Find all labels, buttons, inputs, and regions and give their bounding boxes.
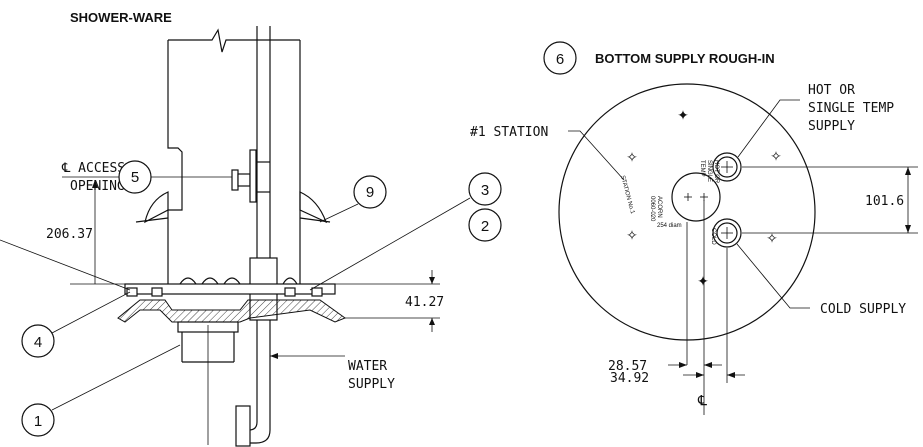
dim-28: 28.57 — [608, 359, 647, 374]
callout-4: 4 — [21, 291, 131, 358]
svg-text:✦: ✦ — [677, 108, 689, 124]
svg-text:6: 6 — [556, 51, 564, 68]
inner-acorn-text: ACORN 0060-020 — [649, 196, 662, 222]
left-title: SHOWER-WARE — [70, 10, 172, 25]
shower-column — [167, 28, 301, 284]
svg-text:3: 3 — [481, 182, 489, 199]
inner-cold-text: COLD — [710, 228, 716, 245]
svg-text:2: 2 — [481, 218, 489, 235]
inner-diam-text: 254 diam — [657, 223, 682, 229]
svg-text:✧: ✧ — [770, 149, 782, 165]
hot-supply-hole — [712, 152, 742, 182]
base-plate — [117, 283, 347, 363]
centerline-mark: ℄ — [697, 393, 707, 409]
inner-hot-text: HOT OR SINGLE TEMP — [699, 160, 719, 185]
callout-1: 1 — [21, 344, 181, 437]
valve-fitting — [231, 149, 270, 203]
svg-text:5: 5 — [131, 169, 139, 186]
svg-text:✦: ✦ — [697, 274, 709, 290]
callout-9: 9 — [319, 175, 387, 223]
inner-station-text: STATION No.1 — [619, 175, 635, 215]
dim-206: 206.37 — [46, 227, 93, 242]
cold-supply-hole — [712, 218, 742, 248]
callout-3: 3 — [309, 172, 502, 291]
right-title: BOTTOM SUPPLY ROUGH-IN — [595, 51, 775, 66]
access-opening-label: ℄ ACCESS OPENING — [61, 161, 133, 194]
callout-5: 5 — [118, 160, 152, 194]
callout-6: 6 — [543, 41, 577, 75]
svg-text:✧: ✧ — [766, 231, 778, 247]
push-buttons — [179, 277, 298, 285]
dim-101: 101.6 — [865, 194, 904, 209]
svg-text:9: 9 — [366, 184, 374, 201]
svg-text:✧: ✧ — [626, 150, 638, 166]
supply-pipe — [235, 26, 278, 447]
water-supply-label: WATER SUPPLY — [348, 359, 395, 392]
dim-34: 34.92 — [610, 371, 649, 386]
hot-supply-label: HOT OR SINGLE TEMP SUPPLY — [808, 83, 902, 134]
station-label: #1 STATION — [470, 125, 548, 140]
svg-text:1: 1 — [34, 413, 42, 430]
cold-supply-label: COLD SUPPLY — [820, 302, 906, 317]
dim-41: 41.27 — [405, 295, 444, 310]
drain-circle — [671, 172, 721, 222]
bolt-marks: ✦ ✧ ✧ ✧ ✧ ✦ — [626, 108, 782, 290]
svg-text:✧: ✧ — [626, 228, 638, 244]
callout-2: 2 — [468, 208, 502, 242]
svg-text:4: 4 — [34, 334, 42, 351]
